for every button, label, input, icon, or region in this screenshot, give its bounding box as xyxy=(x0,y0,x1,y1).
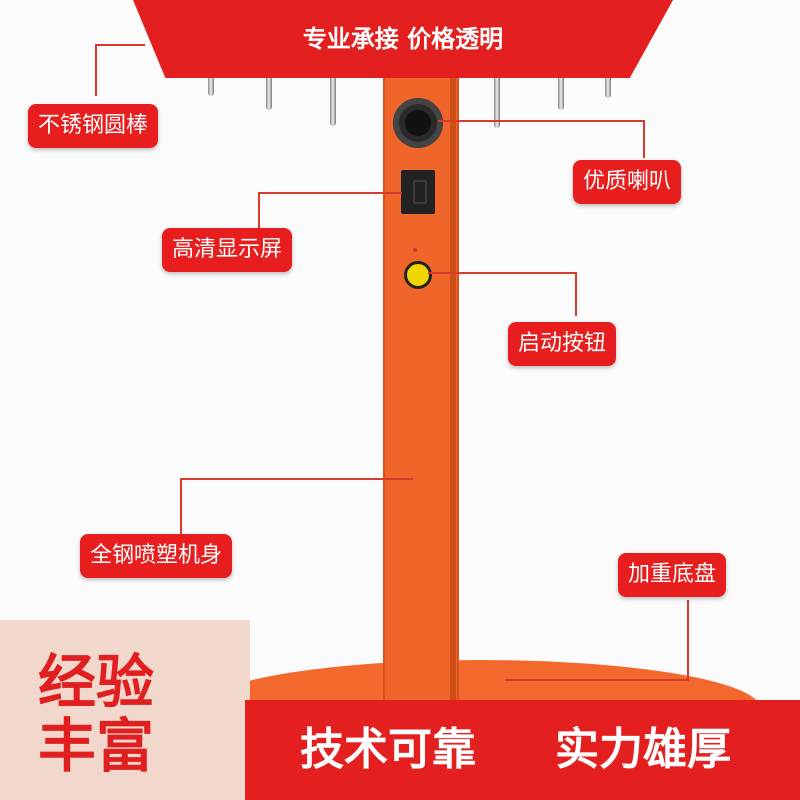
bottom-slogan-left: 技术可靠 xyxy=(300,724,476,775)
speaker-cone xyxy=(405,110,431,136)
callout-line-display xyxy=(258,192,260,228)
callout-line-start xyxy=(428,272,576,274)
label-display: 高清显示屏 xyxy=(162,228,293,272)
label-body: 全钢喷塑机身 xyxy=(80,534,233,578)
callout-line-body xyxy=(180,478,182,536)
steel-rod xyxy=(266,70,272,110)
callout-line-rod xyxy=(95,44,145,46)
label-speaker: 优质喇叭 xyxy=(573,160,682,204)
callout-line-rod xyxy=(95,44,97,96)
steel-rod xyxy=(494,70,500,128)
callout-line-base xyxy=(687,600,689,680)
callout-line-display xyxy=(258,192,402,194)
display-digit xyxy=(413,180,427,204)
label-base: 加重底盘 xyxy=(618,553,727,597)
callout-line-speaker xyxy=(438,120,644,122)
start-button[interactable] xyxy=(404,261,432,289)
steel-rod xyxy=(330,70,336,126)
bottom-slogan-right: 实力雄厚 xyxy=(555,724,731,775)
bottom-banner xyxy=(245,700,800,800)
indicator-light xyxy=(413,248,417,252)
callout-line-base xyxy=(505,679,689,681)
corner-background xyxy=(0,620,250,800)
machine-body-shade xyxy=(450,60,456,700)
steel-rod xyxy=(208,70,214,96)
callout-line-speaker xyxy=(643,120,645,158)
machine-body xyxy=(383,60,459,700)
label-start-button: 启动按钮 xyxy=(508,322,617,366)
callout-line-body xyxy=(180,478,413,480)
corner-line2: 丰富 xyxy=(38,712,155,780)
speaker-icon xyxy=(393,98,443,148)
top-banner-text: 专业承接 价格透明 xyxy=(302,25,504,53)
top-banner xyxy=(133,0,673,78)
callout-line-start xyxy=(575,272,577,316)
display-screen xyxy=(401,170,435,214)
label-steel-rod: 不锈钢圆棒 xyxy=(28,104,159,148)
corner-line1: 经验 xyxy=(38,648,155,716)
corner-slogan: 经验 丰富 xyxy=(0,650,200,800)
steel-rod xyxy=(605,70,611,98)
steel-rod xyxy=(558,70,564,110)
